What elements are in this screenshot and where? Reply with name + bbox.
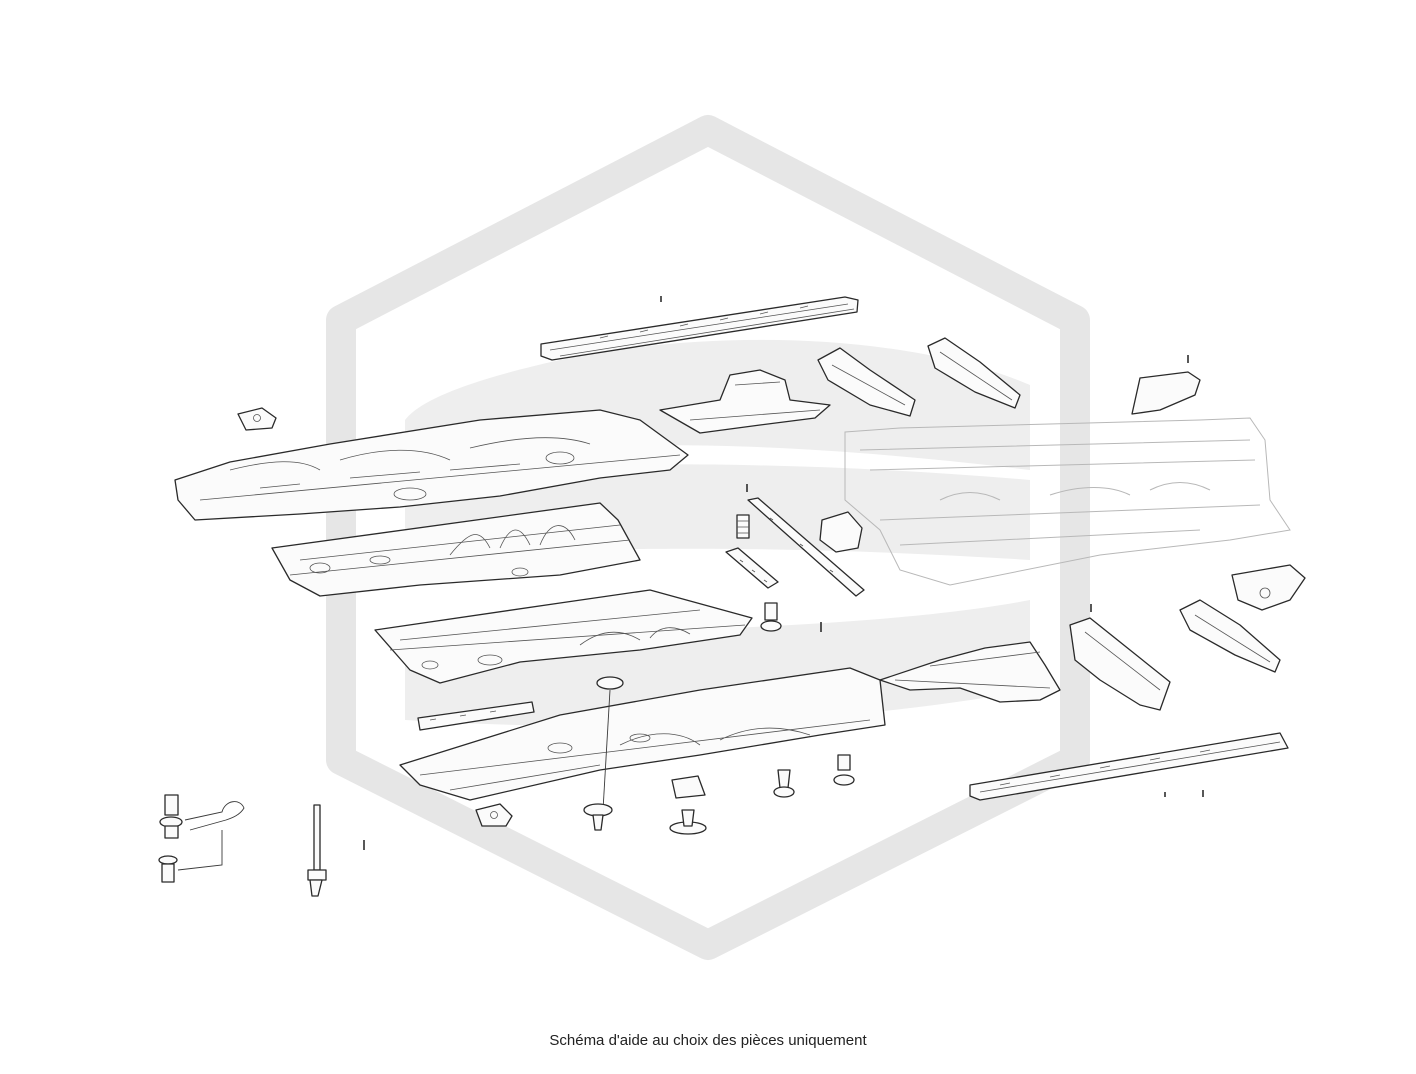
part-bracket-strip[interactable] bbox=[725, 547, 779, 589]
part-long-bolt[interactable] bbox=[307, 804, 327, 897]
wrench-icon bbox=[184, 801, 245, 831]
part-bolt-upper[interactable] bbox=[736, 514, 750, 539]
part-self-tapping-screw[interactable] bbox=[773, 769, 795, 798]
part-seat-bracket-frame[interactable] bbox=[879, 641, 1061, 703]
callout-ticks bbox=[363, 296, 1204, 850]
part-mount-bracket[interactable] bbox=[819, 511, 863, 553]
part-rubber-pad[interactable] bbox=[671, 775, 706, 799]
part-front-floor-panel[interactable] bbox=[399, 667, 886, 801]
part-clip-lower[interactable] bbox=[475, 803, 513, 827]
leader-line bbox=[177, 830, 223, 871]
part-seat-bracket-center[interactable] bbox=[659, 369, 831, 434]
part-cross-member-small[interactable] bbox=[417, 701, 535, 731]
ghost-body-section bbox=[844, 417, 1291, 586]
part-bolt-lower[interactable] bbox=[760, 602, 782, 632]
part-center-floor-panel-front[interactable] bbox=[271, 502, 641, 597]
part-bolt-bottom[interactable] bbox=[158, 855, 178, 883]
part-rear-floor-panel[interactable] bbox=[174, 409, 689, 521]
part-clip-upper[interactable] bbox=[237, 407, 277, 431]
diagram-caption: Schéma d'aide au choix des pièces unique… bbox=[549, 1032, 867, 1049]
part-seat-bracket-c[interactable] bbox=[1069, 617, 1171, 711]
part-screw-washer[interactable] bbox=[583, 803, 613, 831]
part-reinforcement-strip[interactable] bbox=[747, 497, 865, 597]
part-seat-bracket-a[interactable] bbox=[817, 347, 916, 417]
part-seat-bracket-b[interactable] bbox=[927, 337, 1021, 409]
part-upper-rail[interactable] bbox=[540, 296, 859, 361]
part-grommet[interactable] bbox=[596, 676, 624, 811]
part-bracket-right-upper[interactable] bbox=[1231, 564, 1306, 611]
part-bracket-right-lower[interactable] bbox=[1179, 599, 1281, 673]
part-lower-sill-rail[interactable] bbox=[969, 732, 1289, 801]
part-push-fastener[interactable] bbox=[669, 809, 707, 835]
part-threaded-stud[interactable] bbox=[159, 794, 183, 839]
part-side-bracket[interactable] bbox=[1131, 371, 1201, 415]
part-spring-clip[interactable] bbox=[833, 754, 855, 786]
part-center-floor-panel-rear[interactable] bbox=[374, 589, 753, 684]
